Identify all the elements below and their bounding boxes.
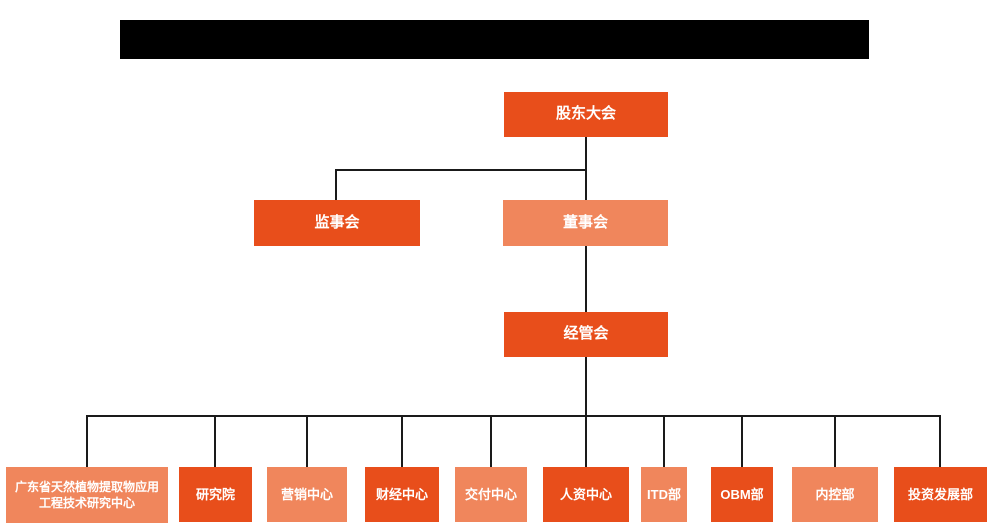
node-shareholders-meeting: 股东大会: [504, 92, 668, 137]
connector-dept-drop: [306, 416, 308, 467]
dept-node-delivery-center: 交付中心: [455, 467, 527, 522]
connector-level2-horizontal: [335, 169, 587, 171]
connector-root-down: [585, 137, 587, 200]
connector-supervisory-drop: [335, 169, 337, 200]
dept-node-marketing-center: 营销中心: [267, 467, 347, 522]
dept-node-investment-development: 投资发展部: [894, 467, 987, 522]
node-board-of-directors: 董事会: [503, 200, 668, 246]
dept-node-finance-center: 财经中心: [365, 467, 439, 522]
connector-management-down: [585, 357, 587, 416]
connector-dept-drop: [401, 416, 403, 467]
connector-board-to-management: [585, 246, 587, 312]
dept-node-obm: OBM部: [711, 467, 773, 522]
dept-node-hr-center: 人资中心: [543, 467, 629, 522]
connector-departments-horizontal: [86, 415, 941, 417]
connector-dept-drop: [741, 416, 743, 467]
redacted-title-bar: [120, 20, 869, 59]
dept-node-itd: ITD部: [641, 467, 687, 522]
connector-dept-drop: [663, 416, 665, 467]
connector-dept-drop: [939, 416, 941, 467]
dept-node-internal-control: 内控部: [792, 467, 878, 522]
connector-dept-drop: [490, 416, 492, 467]
connector-dept-drop: [585, 416, 587, 467]
node-management-committee: 经管会: [504, 312, 668, 357]
connector-dept-drop: [214, 416, 216, 467]
connector-dept-drop: [86, 416, 88, 467]
connector-dept-drop: [834, 416, 836, 467]
dept-node-research-center: 广东省天然植物提取物应用工程技术研究中心: [6, 467, 168, 523]
dept-node-research-institute: 研究院: [179, 467, 252, 522]
node-supervisory-board: 监事会: [254, 200, 420, 246]
